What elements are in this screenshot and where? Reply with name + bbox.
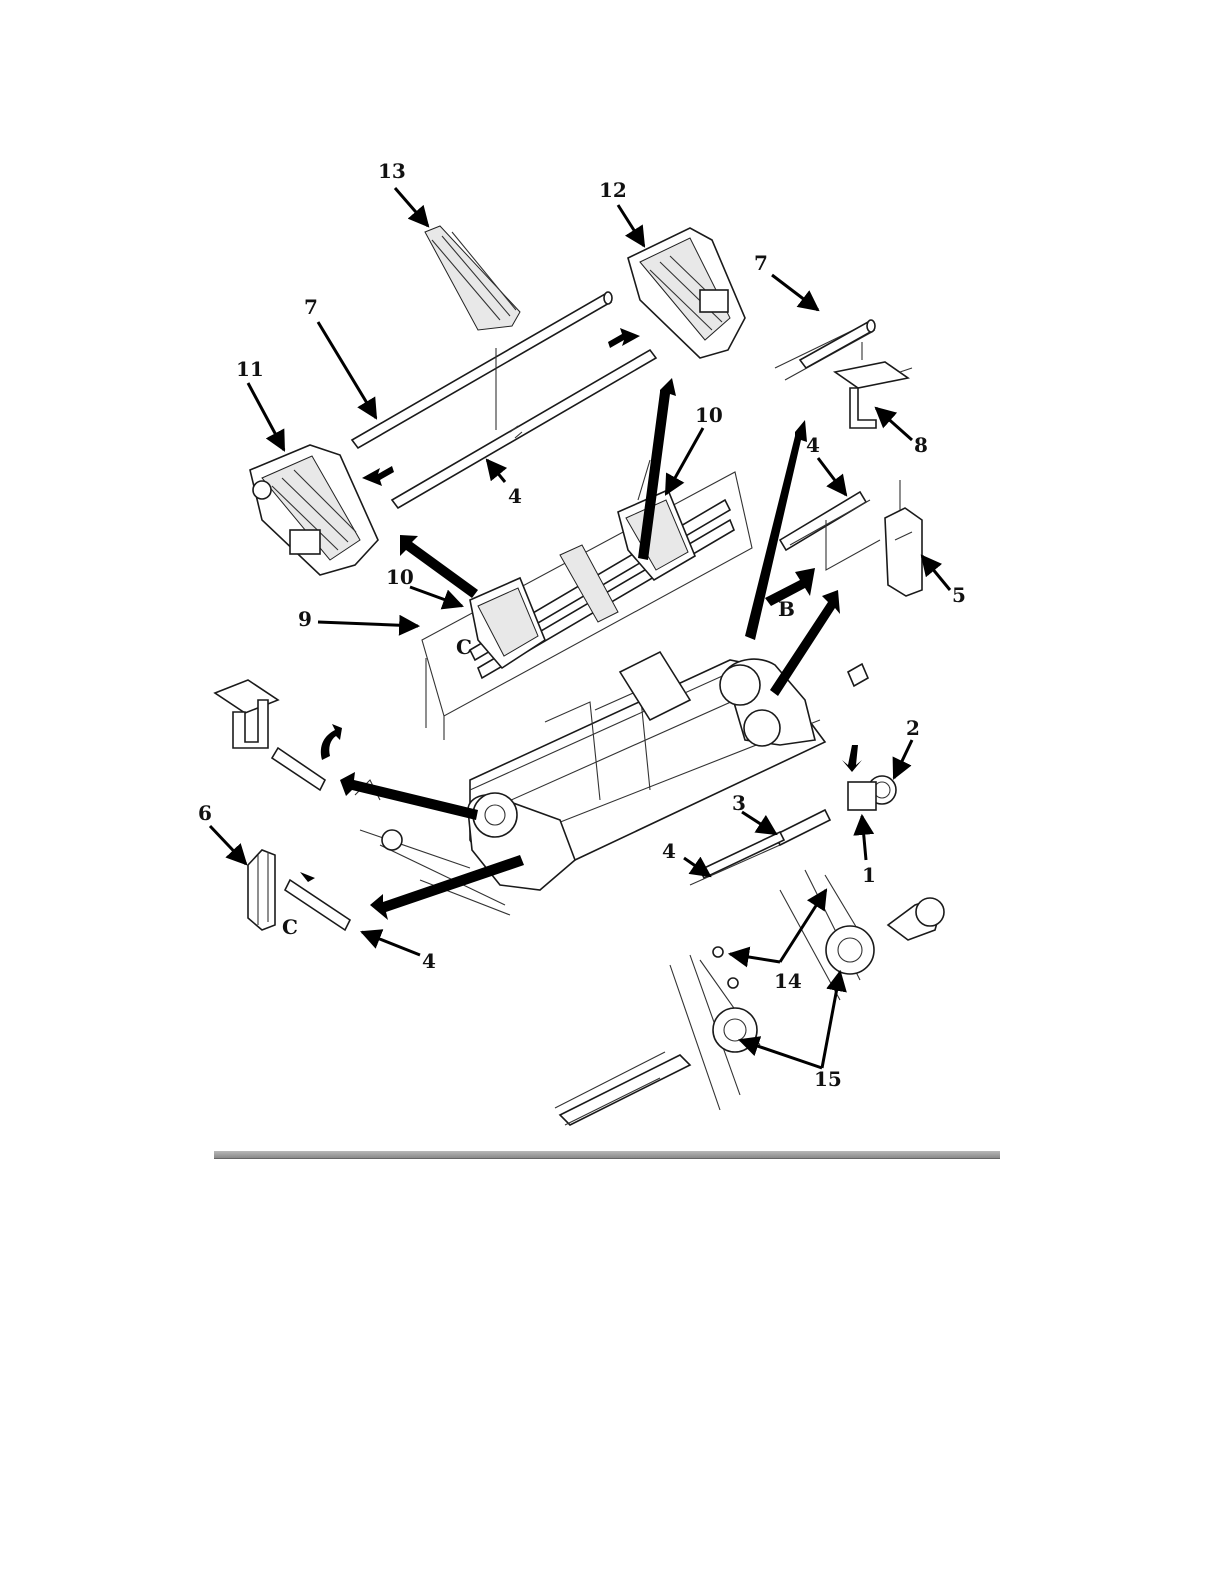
callout-4-right: 4 <box>806 433 820 457</box>
callout-10-lower: 10 <box>386 565 414 589</box>
tractor-unit-11 <box>250 445 378 575</box>
callout-4-lower-right: 4 <box>662 839 676 863</box>
callout-7-right: 7 <box>754 251 768 275</box>
shaft-4-upper <box>392 350 656 508</box>
gear-cluster-14-15 <box>555 870 944 1125</box>
callout-4-lower-left: 4 <box>422 949 436 973</box>
roller-left <box>272 724 342 790</box>
callout-5: 5 <box>952 583 966 607</box>
slide-arrows <box>362 328 640 486</box>
paper-guide-13 <box>425 226 520 330</box>
bracket-left <box>215 680 278 748</box>
callout-11: 11 <box>236 357 264 381</box>
tractor-unit-12 <box>628 228 745 358</box>
shaft-3 <box>690 810 830 885</box>
view-label-c-lower: C <box>282 915 298 939</box>
callout-14: 14 <box>774 969 802 993</box>
callout-2: 2 <box>906 716 920 740</box>
callout-6: 6 <box>198 801 212 825</box>
gear-2 <box>848 664 896 810</box>
callout-9: 9 <box>298 607 312 631</box>
callout-8: 8 <box>914 433 928 457</box>
view-label-c-upper: C <box>456 635 472 659</box>
callout-13: 13 <box>378 159 406 183</box>
callout-10-upper: 10 <box>695 403 723 427</box>
side-plate-6 <box>248 850 350 930</box>
callout-4-upper: 4 <box>508 484 522 508</box>
callout-15: 15 <box>814 1067 842 1091</box>
callout-12: 12 <box>599 178 627 202</box>
horizontal-rule <box>214 1151 1000 1159</box>
callout-7-left: 7 <box>304 295 318 319</box>
callout-1: 1 <box>862 863 876 887</box>
bracket-8 <box>835 342 912 428</box>
view-label-b: B <box>778 597 795 621</box>
callout-3: 3 <box>732 791 746 815</box>
